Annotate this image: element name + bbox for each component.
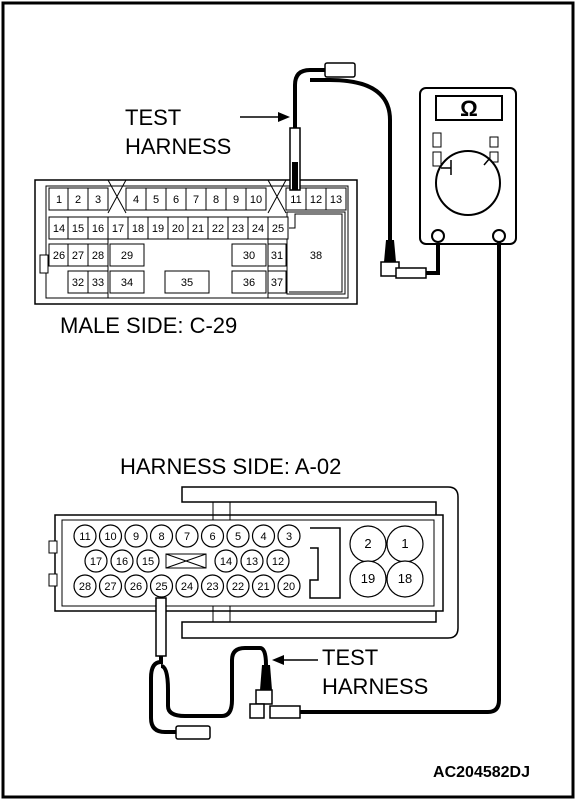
pin-label: 2 <box>364 536 371 551</box>
pin-label: 9 <box>133 531 139 543</box>
male-side-label: MALE SIDE: C-29 <box>60 313 237 338</box>
figure-code: AC204582DJ <box>433 764 530 781</box>
pin-label: 27 <box>104 581 116 593</box>
test-harness-bottom-line2: HARNESS <box>322 674 428 699</box>
pin-label: 28 <box>79 581 91 593</box>
pin-label: 36 <box>243 277 255 289</box>
test-probe-top <box>289 62 440 279</box>
meter-terminal-com <box>431 229 445 243</box>
blank-pin-x-icon <box>107 179 287 214</box>
harness-side-label: HARNESS SIDE: A-02 <box>120 454 341 479</box>
test-harness-top-line1: TEST <box>125 105 181 130</box>
pin-label: 30 <box>243 250 255 262</box>
test-harness-bottom-line1: TEST <box>322 645 378 670</box>
pin-label: 15 <box>142 556 154 568</box>
meter-lead <box>300 242 501 714</box>
multimeter: Ω <box>419 87 517 245</box>
pin-label: 4 <box>260 531 266 543</box>
pin-label: 13 <box>330 194 342 206</box>
arrow-head-icon <box>278 112 290 122</box>
pin-label: 13 <box>246 556 258 568</box>
pin-label: 19 <box>152 223 164 235</box>
pin-label: 15 <box>72 223 84 235</box>
pin-label: 3 <box>95 194 101 206</box>
pin-label: 6 <box>173 194 179 206</box>
pin-label: 9 <box>233 194 239 206</box>
pin-label: 17 <box>112 223 124 235</box>
pin-label: 18 <box>398 571 412 586</box>
pin-label: 14 <box>220 556 232 568</box>
arrow-head-icon <box>272 655 284 665</box>
meter-terminal-v <box>492 229 506 243</box>
pin-label: 12 <box>310 194 322 206</box>
c29-row3: 26 27 28 29 30 31 38 <box>48 243 322 267</box>
pin-label: 14 <box>53 223 65 235</box>
pin-label: 31 <box>271 250 283 262</box>
pin-label: 28 <box>92 250 104 262</box>
pin-label: 18 <box>132 223 144 235</box>
pin-label: 20 <box>283 581 295 593</box>
dial-icon <box>435 150 501 216</box>
pin-label: 8 <box>213 194 219 206</box>
pin-label: 24 <box>181 581 193 593</box>
pin-label: 5 <box>235 531 241 543</box>
pin-label: 1 <box>401 536 408 551</box>
pin-label: 27 <box>72 250 84 262</box>
pin-label: 34 <box>121 277 133 289</box>
pin-label: 20 <box>172 223 184 235</box>
pin-label: 8 <box>158 531 164 543</box>
pin-label: 16 <box>92 223 104 235</box>
pin-label: 17 <box>90 556 102 568</box>
pin-label: 10 <box>104 531 116 543</box>
pin-label: 22 <box>232 581 244 593</box>
pin-label: 16 <box>116 556 128 568</box>
pin-label: 3 <box>286 531 292 543</box>
pin-label: 29 <box>121 250 133 262</box>
pin-label: 21 <box>192 223 204 235</box>
c29-row4: 32 33 34 35 36 37 <box>67 270 287 294</box>
ohm-icon: Ω <box>460 96 478 121</box>
pin-label: 35 <box>181 277 193 289</box>
c29-row2: 14 15 16 17 18 19 20 21 22 23 24 25 <box>48 216 289 240</box>
pin-label: 24 <box>252 223 264 235</box>
pin-label: 4 <box>133 194 139 206</box>
pin-label: 22 <box>212 223 224 235</box>
pin-label: 5 <box>153 194 159 206</box>
pin-label: 26 <box>53 250 65 262</box>
test-harness-top-line2: HARNESS <box>125 134 231 159</box>
pin-label: 32 <box>72 277 84 289</box>
test-probe-bottom <box>149 597 301 740</box>
pin-label: 38 <box>310 250 322 262</box>
pin-label: 25 <box>155 581 167 593</box>
pin-label: 19 <box>361 571 375 586</box>
pin-label: 7 <box>193 194 199 206</box>
pin-label: 2 <box>75 194 81 206</box>
pin-label: 21 <box>257 581 269 593</box>
pin-label: 11 <box>290 194 301 206</box>
pin-label: 7 <box>184 531 190 543</box>
pin-label: 25 <box>272 223 284 235</box>
pin-label: 23 <box>206 581 218 593</box>
pin-label: 6 <box>209 531 215 543</box>
pin-label: 26 <box>130 581 142 593</box>
pin-label: 10 <box>250 194 262 206</box>
pin-label: 23 <box>232 223 244 235</box>
pin-label: 12 <box>272 556 284 568</box>
pin-label: 33 <box>92 277 104 289</box>
pin-label: 1 <box>56 194 62 206</box>
pin-label: 37 <box>271 277 283 289</box>
pin-label: 11 <box>79 531 90 543</box>
